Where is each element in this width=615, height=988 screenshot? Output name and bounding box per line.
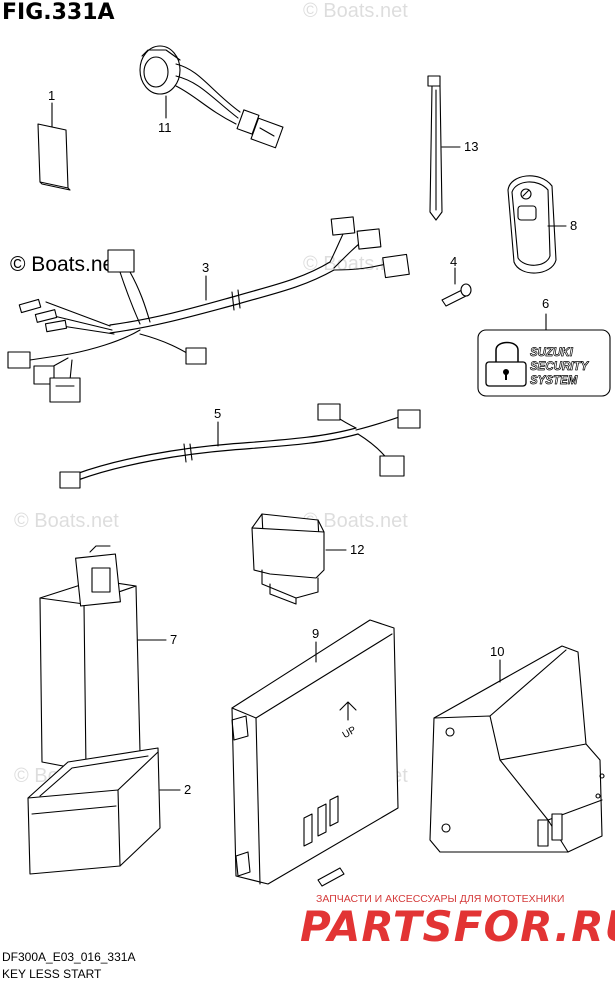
callout-13: 13 xyxy=(464,139,478,154)
callout-6: 6 xyxy=(542,296,549,311)
part-7-control-module: 7 xyxy=(39,545,177,771)
watermark: © Boats.net xyxy=(303,510,408,532)
part-5-sub-harness: 5 xyxy=(59,403,421,489)
part-1-label: 1 xyxy=(37,88,71,191)
callout-10: 10 xyxy=(490,644,504,659)
decal-line-2: SECURITY xyxy=(530,361,589,373)
callout-2: 2 xyxy=(184,782,191,797)
callout-5: 5 xyxy=(214,406,221,421)
promo-tagline: ЗАПЧАСТИ И АКСЕССУАРЫ ДЛЯ МОТОТЕХНИКИ xyxy=(316,893,565,905)
part-12-relay: 12 xyxy=(251,513,364,605)
figure-code: DF300A_E03_016_331A xyxy=(2,950,136,964)
watermark: © Boats.net xyxy=(303,253,408,275)
callout-11: 11 xyxy=(158,120,172,135)
part-10-bracket-module: 10 xyxy=(429,644,605,853)
part-11-antenna-coil: 11 xyxy=(139,45,284,149)
part-4-screw: 4 xyxy=(441,254,472,307)
callout-3: 3 xyxy=(202,260,209,275)
watermark: © Boats.net xyxy=(303,0,408,22)
callout-12: 12 xyxy=(350,542,364,557)
callout-7: 7 xyxy=(170,632,177,647)
watermark-strong: © Boats.net xyxy=(10,253,121,276)
part-8-key-fob: 8 xyxy=(507,175,577,274)
part-3-main-harness: 3 xyxy=(7,216,410,403)
decal-line-3: SYSTEM xyxy=(530,375,578,387)
part-13-cable-tie: 13 xyxy=(427,75,478,221)
figure-subtitle: KEY LESS START xyxy=(2,967,102,981)
decal-line-1: SUZUKI xyxy=(530,347,574,359)
promo-brand: PARTSFOR.RU xyxy=(300,902,615,951)
callout-4: 4 xyxy=(450,254,457,269)
callout-9: 9 xyxy=(312,626,319,641)
callout-1: 1 xyxy=(48,88,55,103)
watermark: © Boats.net xyxy=(14,510,119,532)
part-9-ecu: UP 9 xyxy=(231,619,399,887)
figure-title: FIG.331A xyxy=(2,0,115,25)
part-2-small-box: 2 xyxy=(27,747,191,875)
callout-8: 8 xyxy=(570,218,577,233)
part-6-security-decal: 6 SUZUKI SECURITY SYSTEM xyxy=(477,296,611,397)
